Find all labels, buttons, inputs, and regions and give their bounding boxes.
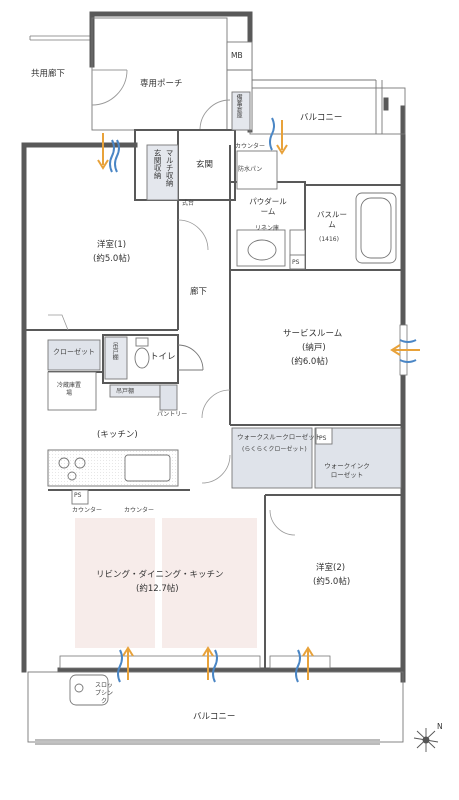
label-hanging-cabinet: 吊戸棚 xyxy=(116,388,135,395)
corridor-railing xyxy=(29,35,92,41)
label-ps-kitchen: PS xyxy=(74,492,82,499)
label-bath-size: (1416) xyxy=(319,236,339,243)
label-walk-through-closet: ウォークスルークローゼット xyxy=(237,433,322,441)
label-slop-sink: スロップシンク xyxy=(94,682,113,706)
label-waterproof-pan: 防水パン xyxy=(238,166,263,173)
label-fridge-space: 冷蔵庫置場 xyxy=(56,382,81,398)
label-western1: 洋室(1) xyxy=(97,240,127,250)
label-western2: 洋室(2) xyxy=(316,563,346,573)
door-swings xyxy=(48,219,296,536)
label-ldk: リビング・ダイニング・キッチン xyxy=(96,570,224,580)
label-ps-mid: PS xyxy=(319,435,327,442)
powder-fixtures xyxy=(236,229,286,267)
label-toilet: トイレ xyxy=(150,352,176,362)
label-pantry: パントリー xyxy=(157,411,188,418)
label-western1-size: (約5.0帖) xyxy=(93,254,131,264)
label-walk-through-sub: (らくらくクローゼット) xyxy=(242,446,307,453)
label-powder-room: パウダールーム xyxy=(249,197,287,217)
bathtub xyxy=(355,192,397,264)
label-compass-north: N xyxy=(437,722,443,731)
label-counter-top: カウンター xyxy=(235,143,266,150)
compass-rose xyxy=(413,728,439,752)
label-hallway: 廊下 xyxy=(190,287,208,297)
kitchen-counter xyxy=(47,449,179,487)
label-disaster-storage: 備蓄倉庫 xyxy=(235,94,243,118)
label-ldk-size: (約12.7帖) xyxy=(136,584,179,594)
label-service-room-size: (約6.0帖) xyxy=(291,357,329,367)
label-linen-cabinet: リネン庫 xyxy=(255,225,280,232)
ldk-floor-panels xyxy=(75,518,257,648)
label-service-room: サービスルーム xyxy=(283,329,343,339)
ventilation-arrows xyxy=(97,117,420,683)
label-shoe-sitting: 式台 xyxy=(182,200,195,207)
storage-areas xyxy=(47,91,402,505)
label-mb: MB xyxy=(231,51,243,60)
toilet-fixture xyxy=(134,337,204,371)
label-toilet-storage: 吊戸棚 xyxy=(111,342,119,360)
label-kitchen: (キッチン) xyxy=(97,430,138,440)
label-closet: クローゼット xyxy=(53,348,95,356)
label-counter-left: カウンター xyxy=(72,507,103,514)
label-private-porch: 専用ポーチ xyxy=(140,79,183,89)
label-balcony-top: バルコニー xyxy=(300,113,343,123)
label-bath-room: バスルーム xyxy=(317,210,347,230)
label-counter-mid: カウンター xyxy=(124,507,155,514)
label-entrance-storage: 玄関収納 xyxy=(153,149,163,179)
label-walk-in-closet: ウォークインクローゼット xyxy=(324,462,370,479)
porch-area xyxy=(91,17,253,131)
balcony-bottom-outline xyxy=(27,671,404,745)
label-western2-size: (約5.0帖) xyxy=(313,577,351,587)
label-common-corridor: 共用廊下 xyxy=(31,69,66,79)
label-entrance: 玄関 xyxy=(196,160,214,170)
label-service-room-sub: (納戸) xyxy=(302,343,326,353)
label-ps-top: PS xyxy=(292,259,300,266)
label-multi-storage: マルチ収納 xyxy=(165,149,175,187)
label-balcony-bottom: バルコニー xyxy=(193,712,236,722)
